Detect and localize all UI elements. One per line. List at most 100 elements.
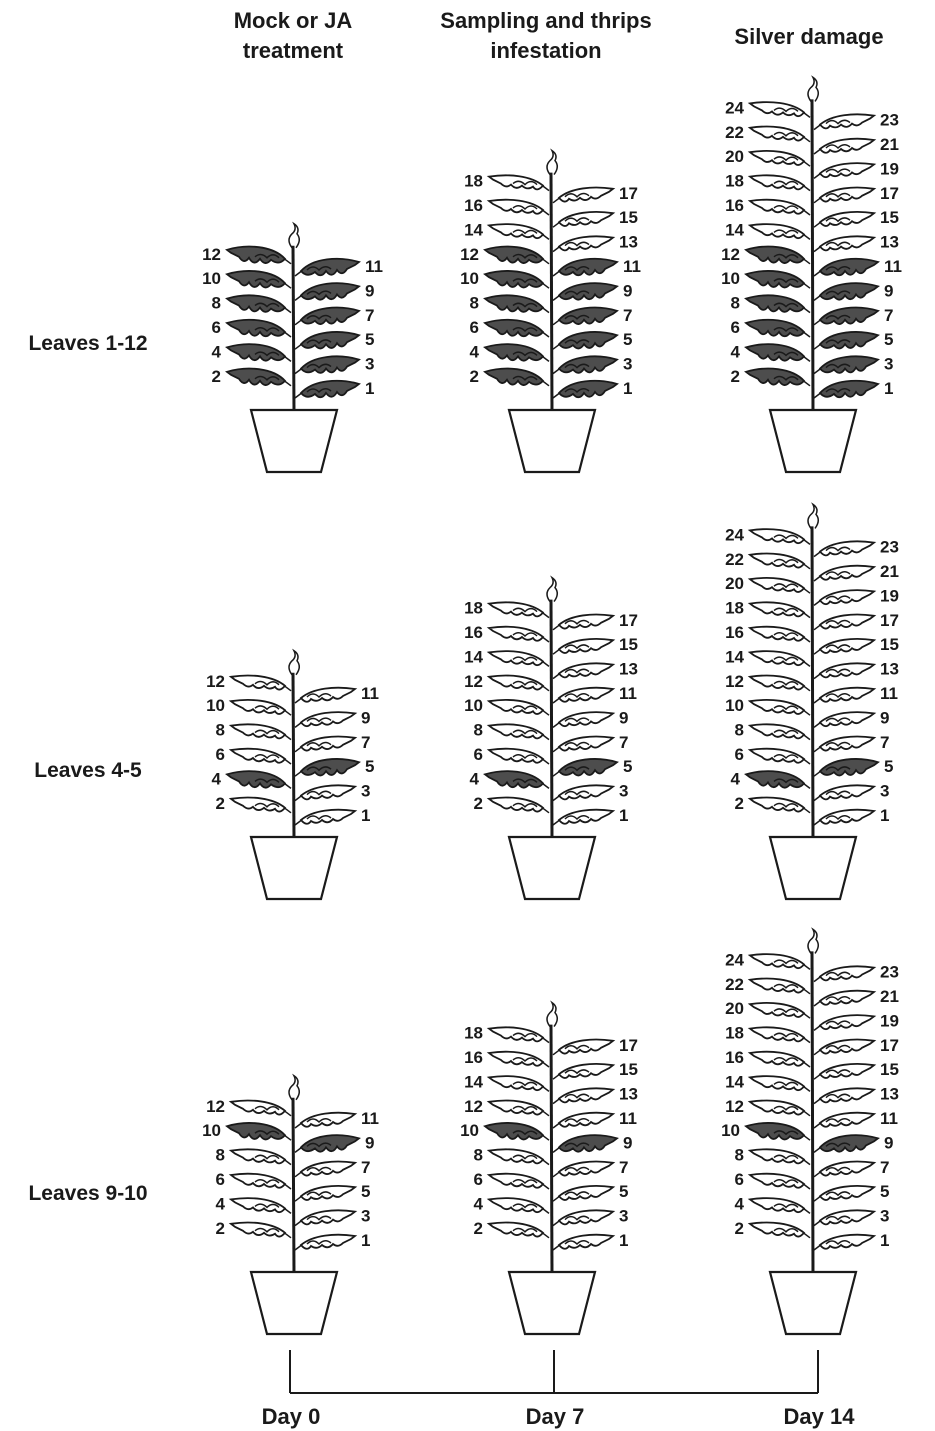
leaf-number-12: 12 [202, 245, 221, 264]
leaf-number-10: 10 [464, 696, 483, 715]
leaf-blade-treated [746, 271, 804, 287]
leaf-number-6: 6 [470, 318, 479, 337]
leaf-13: 13 [814, 660, 899, 679]
leaf-3: 3 [814, 782, 889, 801]
leaf-5: 5 [553, 330, 632, 349]
leaf-number-22: 22 [725, 550, 744, 569]
leaf-14: 14 [725, 1072, 810, 1091]
leaf-number-3: 3 [619, 1207, 628, 1226]
plant-pot [251, 410, 337, 472]
leaf-number-5: 5 [365, 330, 374, 349]
leaf-1: 1 [295, 1231, 370, 1250]
leaf-12: 12 [725, 1097, 810, 1116]
leaf-number-17: 17 [619, 611, 638, 630]
leaf-number-1: 1 [619, 806, 628, 825]
plant-pot [509, 1272, 595, 1334]
timeline-label-day0: Day 0 [262, 1404, 321, 1429]
leaf-3: 3 [553, 355, 632, 374]
leaf-blade-treated [485, 369, 543, 385]
leaf-number-3: 3 [880, 782, 889, 801]
leaf-11: 11 [295, 257, 383, 276]
leaf-blade-treated [485, 271, 543, 287]
leaf-number-1: 1 [884, 379, 893, 398]
leaf-number-5: 5 [884, 757, 893, 776]
leaf-number-6: 6 [212, 318, 221, 337]
leaf-6: 6 [216, 745, 291, 764]
leaf-number-5: 5 [619, 1182, 628, 1201]
leaf-number-3: 3 [361, 1207, 370, 1226]
leaf-number-23: 23 [880, 538, 899, 557]
leaf-8: 8 [470, 294, 549, 313]
leaf-17: 17 [814, 611, 899, 630]
timeline [290, 1350, 818, 1393]
leaf-number-9: 9 [884, 281, 893, 300]
leaf-number-18: 18 [464, 172, 483, 191]
leaf-11: 11 [553, 257, 641, 276]
apex-bud [547, 1003, 557, 1027]
leaf-number-10: 10 [721, 269, 740, 288]
leaf-17: 17 [553, 611, 638, 630]
leaf-5: 5 [814, 330, 893, 349]
leaf-number-18: 18 [725, 172, 744, 191]
leaf-7: 7 [814, 733, 889, 752]
leaf-number-16: 16 [464, 1048, 483, 1067]
leaf-7: 7 [553, 1158, 628, 1177]
leaf-21: 21 [814, 135, 899, 154]
leaf-11: 11 [814, 1109, 898, 1128]
leaf-8: 8 [735, 721, 810, 740]
leaf-number-2: 2 [735, 794, 744, 813]
leaf-7: 7 [295, 1158, 370, 1177]
leaf-18: 18 [725, 1024, 810, 1043]
leaf-blade-treated [301, 332, 359, 348]
leaf-number-19: 19 [880, 1011, 899, 1030]
leaf-number-11: 11 [361, 1109, 379, 1128]
leaf-number-17: 17 [880, 611, 899, 630]
header-mock-line1: Mock or JA [234, 8, 353, 33]
leaf-number-13: 13 [619, 1085, 638, 1104]
leaf-blade-treated [559, 259, 617, 275]
stem [812, 951, 813, 1274]
leaf-6: 6 [212, 318, 291, 337]
leaf-blade-treated [559, 356, 617, 372]
leaf-21: 21 [814, 987, 899, 1006]
leaf-blade-treated [746, 295, 804, 311]
leaf-8: 8 [216, 721, 291, 740]
leaf-14: 14 [464, 1072, 549, 1091]
leaf-blade-treated [746, 771, 804, 787]
leaf-19: 19 [814, 586, 899, 605]
leaf-number-6: 6 [474, 745, 483, 764]
leaf-number-7: 7 [880, 1158, 889, 1177]
stem [551, 1025, 552, 1274]
leaf-5: 5 [553, 1182, 628, 1201]
leaf-23: 23 [814, 111, 899, 130]
leaf-17: 17 [814, 1036, 899, 1055]
leaf-number-24: 24 [725, 950, 744, 969]
leaf-9: 9 [295, 708, 370, 727]
leaf-24: 24 [725, 950, 810, 969]
leaf-10: 10 [202, 1121, 291, 1140]
leaf-number-8: 8 [474, 1146, 483, 1165]
leaf-10: 10 [202, 269, 291, 288]
leaf-number-5: 5 [880, 1182, 889, 1201]
leaf-number-22: 22 [725, 123, 744, 142]
leaf-number-9: 9 [623, 1133, 632, 1152]
leaf-number-1: 1 [880, 806, 889, 825]
leaf-blade-treated [301, 759, 359, 775]
leaf-number-3: 3 [365, 355, 374, 374]
leaf-20: 20 [725, 574, 810, 593]
leaf-number-8: 8 [216, 1146, 225, 1165]
leaf-number-3: 3 [619, 782, 628, 801]
leaf-number-3: 3 [884, 355, 893, 374]
leaf-4: 4 [470, 769, 549, 788]
leaf-3: 3 [814, 355, 893, 374]
header-mock-line2: treatment [243, 38, 344, 63]
leaf-blade-treated [485, 295, 543, 311]
leaf-number-9: 9 [623, 281, 632, 300]
leaf-22: 22 [725, 975, 810, 994]
header-sampling-line2: infestation [490, 38, 601, 63]
leaf-number-20: 20 [725, 147, 744, 166]
leaf-blade-treated [301, 356, 359, 372]
